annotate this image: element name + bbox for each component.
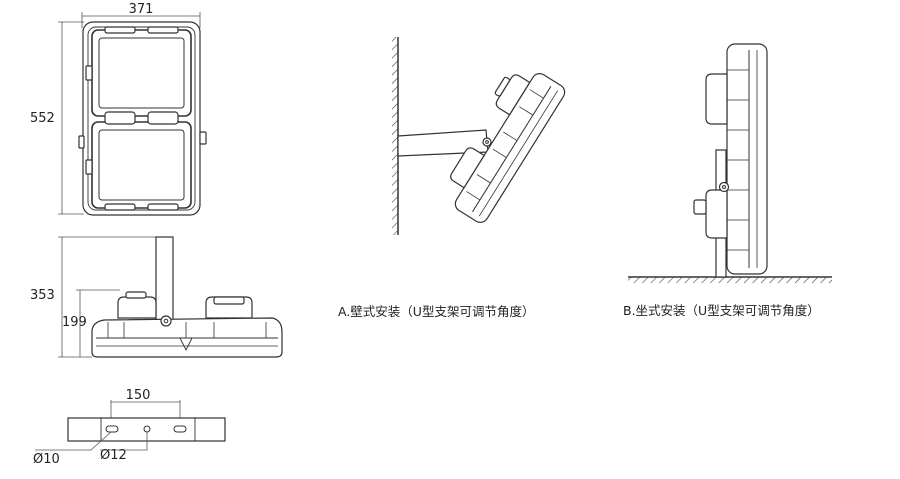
body-height-label: 199: [62, 315, 87, 330]
height-dimension-label: 552: [30, 111, 55, 126]
hole-spacing-label: 150: [126, 388, 151, 403]
side-view: 353 199: [30, 236, 283, 358]
floor-mount-illustration: [628, 43, 832, 283]
base-plate-view: 150 Ø10 Ø12: [33, 388, 226, 467]
wall-mount-illustration: [392, 37, 566, 235]
width-dimension-label: 371: [129, 2, 154, 17]
front-view: 371 552: [30, 2, 207, 216]
wall-mount-caption: A.壁式安装（U型支架可调节角度）: [338, 304, 534, 319]
slot-diameter-label: Ø10: [33, 452, 60, 467]
floor-mount-caption: B.坐式安装（U型支架可调节角度）: [623, 303, 820, 318]
total-height-label: 353: [30, 288, 55, 303]
center-hole-diameter-label: Ø12: [100, 448, 127, 463]
